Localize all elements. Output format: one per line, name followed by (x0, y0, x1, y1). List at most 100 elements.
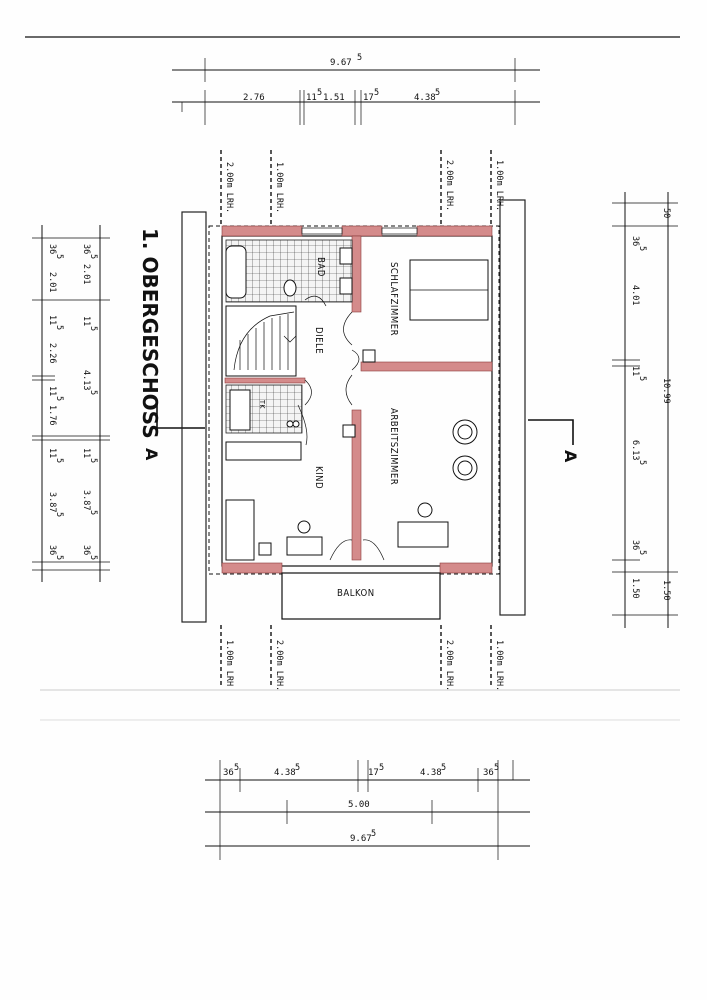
left-dim-a3: 11 (47, 315, 57, 325)
lrh-label-top-3: 2.00m LRH. (444, 160, 454, 211)
left-dim-a7: 11 (47, 448, 57, 458)
lrh-label-top-1: 2.00m LRH. (224, 162, 234, 213)
right-dim-r5: 6.13 (630, 440, 640, 460)
bottom-dim-total-sup: 5 (371, 829, 376, 839)
left-dim-a5: 11 (47, 386, 57, 396)
kind-bed (225, 499, 255, 561)
kind-chair (297, 520, 311, 534)
lrh-label-bottom-2: 2.00m LRH. (274, 640, 284, 691)
kind-desk (286, 536, 323, 556)
door-kind-balkon (329, 539, 353, 561)
stair-arrow-icon (283, 335, 297, 343)
floor-title: 1. OBERGESCHOSS (138, 228, 162, 439)
bottom-dim-mid: 5.00 (348, 800, 370, 810)
left-dim-b6-sup: 5 (88, 510, 98, 515)
wall-bottom-right (439, 562, 493, 574)
lrh-label-bottom-4: 1.00m LRH. (494, 640, 504, 691)
top-dim-4: 17 (363, 93, 374, 103)
right-dim-r2-sup: 5 (637, 246, 647, 251)
left-dim-a1: 36 (47, 244, 57, 254)
top-total-dimension-sup: 5 (357, 53, 362, 63)
tk-cabinet (229, 389, 251, 431)
left-dim-b1: 36 (81, 244, 91, 254)
bathtub-icon (225, 245, 247, 299)
right-dim-r3: 4.01 (630, 285, 640, 305)
room-label-schlafzimmer: SCHLAFZIMMER (388, 262, 399, 336)
top-dim-5-sup: 5 (435, 88, 440, 98)
lrh-lines-top (220, 150, 492, 226)
right-dim-r5-sup: 5 (637, 460, 647, 465)
left-dim-b3-sup: 5 (88, 326, 98, 331)
office-desk (397, 521, 449, 548)
wall-bottom-left (221, 562, 283, 574)
left-dim-a3-sup: 5 (54, 325, 64, 330)
room-label-kind: KIND (313, 466, 324, 489)
right-dim-total: 10.99 (661, 378, 671, 404)
plant-icon-1 (452, 419, 478, 445)
right-dim-r6: 36 (630, 540, 640, 550)
section-mark-left-label: A (142, 448, 161, 461)
bottom-dim-3-sup: 5 (379, 763, 384, 773)
right-dim-r6-sup: 5 (637, 550, 647, 555)
left-dim-b7: 36 (81, 545, 91, 555)
left-dim-b4-sup: 5 (88, 390, 98, 395)
door-bedroom (343, 311, 353, 346)
right-dim-r7: 1.50 (630, 578, 640, 598)
top-dim-2-sup: 5 (317, 88, 322, 98)
top-dim-3: 1.51 (323, 93, 345, 103)
wall-top-mid (341, 225, 383, 237)
bottom-dimension-chain (205, 760, 530, 860)
wall-bed-arbeit (360, 361, 493, 372)
lrh-label-top-4: 1.00m LRH. (494, 160, 504, 211)
right-dimension-chains (612, 192, 678, 628)
left-dim-a4: 2.26 (47, 343, 57, 363)
staircase (225, 305, 297, 377)
floor-plan (181, 199, 526, 623)
wall-kind-arbeit (351, 409, 362, 561)
wall-stair-tk (224, 377, 306, 384)
bottom-dim-3: 17 (368, 768, 379, 778)
room-label-diele: DIELE (313, 327, 324, 354)
bottom-dim-5: 36 (483, 768, 494, 778)
left-dim-a9-sup: 5 (54, 555, 64, 560)
bottom-dim-1-sup: 5 (234, 763, 239, 773)
bottom-dim-4-sup: 5 (441, 763, 446, 773)
right-dim-r4-sup: 5 (637, 376, 647, 381)
room-label-tk: TK (258, 399, 266, 409)
top-dim-5: 4.38 (414, 93, 436, 103)
left-dim-b3: 11 (81, 316, 91, 326)
left-dim-b7-sup: 5 (88, 555, 98, 560)
left-dim-a5-sup: 5 (54, 396, 64, 401)
lrh-label-bottom-1: 1.00m LRH (224, 640, 234, 686)
top-total-dimension: 9.67 (330, 58, 352, 68)
bottom-dim-4: 4.38 (420, 768, 442, 778)
left-dim-b5: 11 (81, 448, 91, 458)
section-mark-right-label: A (561, 450, 580, 463)
wall-top-right (416, 225, 493, 237)
top-dim-2: 11 (306, 93, 317, 103)
left-dim-b6: 3.87 (81, 490, 91, 510)
left-dim-b5-sup: 5 (88, 458, 98, 463)
left-roof-strip (181, 211, 207, 623)
right-dim-r2: 36 (630, 236, 640, 246)
outer-dashed-outline (208, 225, 500, 575)
balcony (281, 572, 441, 620)
left-dim-b4: 4.13 (81, 370, 91, 390)
bottom-dim-1: 36 (223, 768, 234, 778)
kind-shelf (225, 441, 302, 461)
top-dimension-chain (172, 58, 540, 125)
left-dim-a9: 36 (47, 545, 57, 555)
toilet-icon (283, 279, 297, 297)
room-label-bad: BAD (315, 257, 326, 277)
door-tk (304, 379, 312, 406)
right-roof-strip (499, 199, 526, 616)
top-dim-1: 2.76 (243, 93, 265, 103)
left-dimension-chains (32, 225, 110, 582)
left-dim-a8-sup: 5 (54, 512, 64, 517)
bottom-dim-total: 9.67 (350, 834, 372, 844)
right-dim-r1: 50 (661, 208, 671, 218)
sink-icon-1 (339, 247, 353, 265)
right-dim-r8: 1.50 (661, 580, 671, 600)
wall-bath-bedroom (351, 235, 362, 313)
